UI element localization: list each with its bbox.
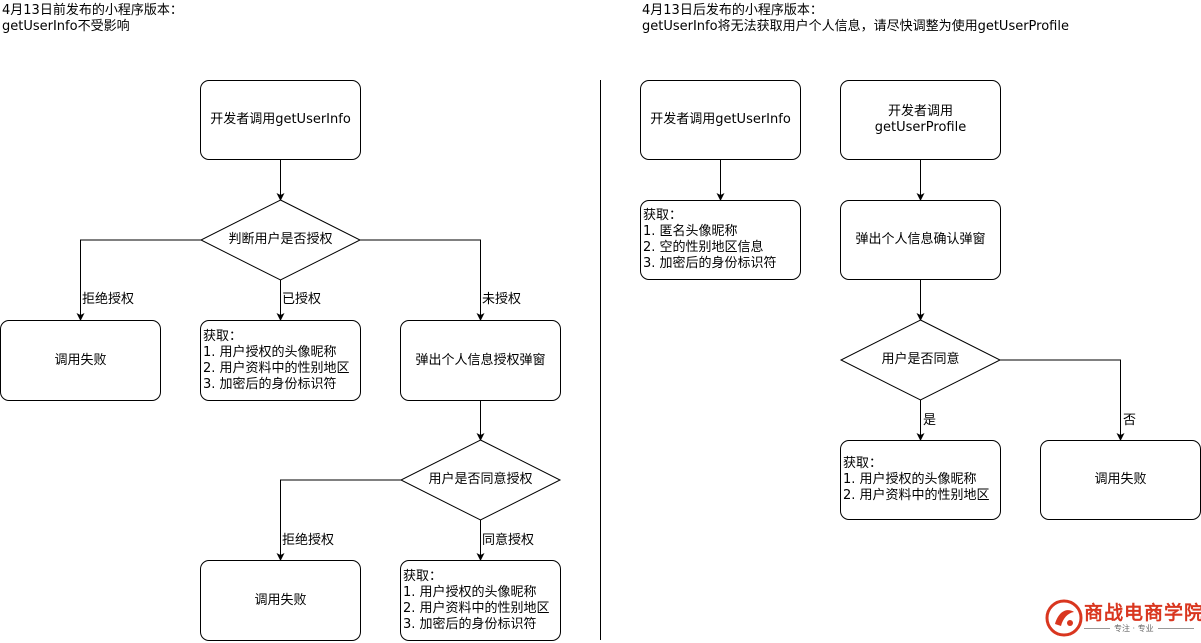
fail-node: 调用失败 xyxy=(0,320,161,401)
getuserprofile-node: 开发者调用 getUserProfile xyxy=(840,80,1001,160)
edge-label-agree: 同意授权 xyxy=(481,533,536,549)
result-item: 1. 匿名头像昵称 xyxy=(643,224,738,239)
edge-label-no: 否 xyxy=(1122,413,1138,429)
result-item: 1. 用户授权的头像昵称 xyxy=(203,344,337,360)
result-item: 3. 加密后的身份标识符 xyxy=(403,616,537,632)
edge-label-refuse: 拒绝授权 xyxy=(81,292,136,308)
connector xyxy=(76,239,201,321)
connector xyxy=(276,479,401,561)
logo-divider xyxy=(1158,628,1194,629)
authorized-result-node: 获取： 1. 用户授权的头像昵称 2. 用户资料中的性别地区 3. 加密后的身份… xyxy=(200,320,361,401)
left-header: 4月13日前发布的小程序版本： getUserInfo不受影响 xyxy=(2,3,183,35)
result-item: 2. 空的性别地区信息 xyxy=(643,240,764,255)
result-item: 2. 用户资料中的性别地区 xyxy=(203,360,350,376)
left-header-line2: getUserInfo不受影响 xyxy=(2,19,130,34)
start-node: 开发者调用getUserInfo xyxy=(200,80,361,160)
node-line: getUserProfile xyxy=(874,120,967,135)
right-header: 4月13日后发布的小程序版本： getUserInfo将无法获取用户个人信息，请… xyxy=(642,3,1069,35)
edge-label-refuse2: 拒绝授权 xyxy=(281,533,336,549)
result-title: 获取： xyxy=(203,328,243,344)
result-item: 3. 加密后的身份标识符 xyxy=(643,256,777,271)
right-header-line1: 4月13日后发布的小程序版本： xyxy=(642,3,823,18)
decision-agree-label: 用户是否同意授权 xyxy=(428,472,533,487)
brand-name: 商战电商学院 xyxy=(1084,602,1201,624)
connector xyxy=(1000,359,1125,441)
decision-agree-right-label: 用户是否同意 xyxy=(881,352,960,367)
brand-emblem-icon xyxy=(1045,599,1083,637)
logo-divider xyxy=(1084,628,1110,629)
edge-label-yes: 是 xyxy=(922,413,938,429)
connector xyxy=(360,239,485,321)
yes-result-node: 获取： 1. 用户授权的头像昵称 2. 用户资料中的性别地区 xyxy=(840,440,1001,520)
result-title: 获取： xyxy=(643,208,683,223)
result-item: 2. 用户资料中的性别地区 xyxy=(843,488,990,503)
node-line: 开发者调用 xyxy=(887,104,953,119)
decision-auth-label: 判断用户是否授权 xyxy=(228,232,333,247)
result-item: 1. 用户授权的头像昵称 xyxy=(403,584,537,600)
result-item: 1. 用户授权的头像昵称 xyxy=(843,472,977,487)
brand-slogan: 专注 · 专业 xyxy=(1114,624,1154,633)
result-item: 2. 用户资料中的性别地区 xyxy=(403,600,550,616)
popup-node: 弹出个人信息授权弹窗 xyxy=(400,320,561,401)
fail-node-right: 调用失败 xyxy=(1040,440,1201,520)
getuserinfo-node: 开发者调用getUserInfo xyxy=(640,80,801,160)
left-header-line1: 4月13日前发布的小程序版本： xyxy=(2,3,183,18)
edge-label-authorized: 已授权 xyxy=(281,292,323,308)
confirm-popup-node: 弹出个人信息确认弹窗 xyxy=(840,200,1001,280)
agree-result-node: 获取： 1. 用户授权的头像昵称 2. 用户资料中的性别地区 3. 加密后的身份… xyxy=(400,560,561,641)
result-title: 获取： xyxy=(403,568,443,584)
right-header-line2: getUserInfo将无法获取用户个人信息，请尽快调整为使用getUserPr… xyxy=(642,19,1069,34)
brand-logo: 商战电商学院 专注 · 专业 xyxy=(1040,596,1201,640)
fail-node-2: 调用失败 xyxy=(200,560,361,641)
result-title: 获取： xyxy=(843,456,883,471)
getuserinfo-result-node: 获取： 1. 匿名头像昵称 2. 空的性别地区信息 3. 加密后的身份标识符 xyxy=(640,200,801,280)
edge-label-unauthorized: 未授权 xyxy=(481,292,523,308)
result-item: 3. 加密后的身份标识符 xyxy=(203,376,337,392)
